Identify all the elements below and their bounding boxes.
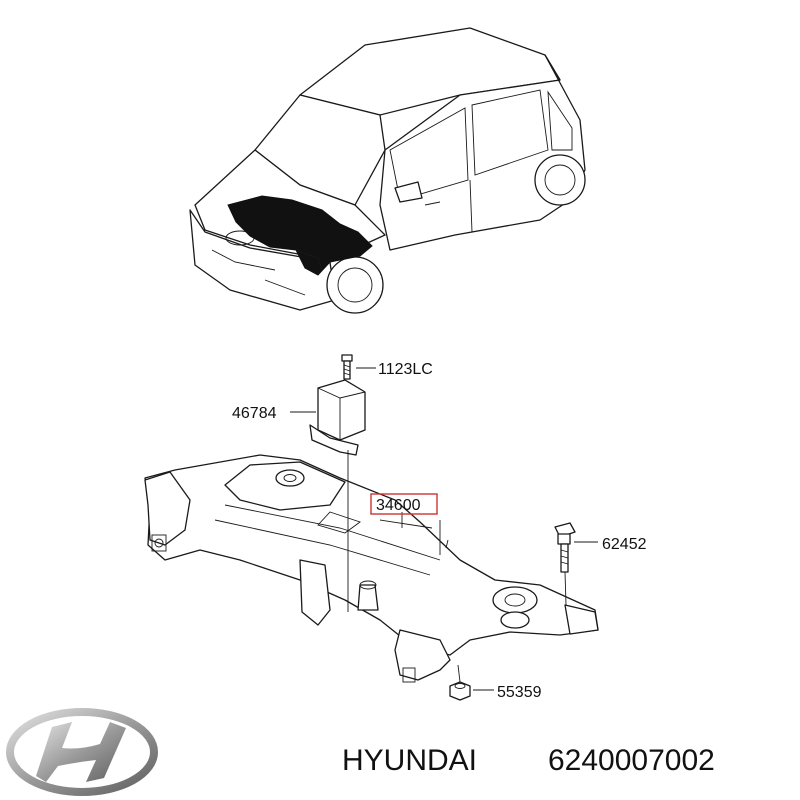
- callout-55359: 55359: [497, 684, 542, 701]
- subframe-assembly: [144, 454, 599, 683]
- bolt-1123lc: [341, 354, 353, 380]
- callout-62452: 62452: [602, 536, 647, 553]
- callout-46784: 46784: [232, 405, 277, 422]
- mounting-bracket: [309, 379, 366, 612]
- subframe-location-highlight: [227, 195, 373, 276]
- highlight-box: [370, 493, 438, 515]
- brand-name: HYUNDAI: [342, 744, 477, 777]
- nut-55359: [449, 664, 471, 701]
- car-illustration: [189, 27, 586, 314]
- callout-1123lc: 1123LC: [378, 361, 433, 378]
- part-number: 6240007002: [548, 744, 715, 777]
- leader-34600-b: [379, 519, 433, 529]
- bolt-62452: [554, 522, 576, 606]
- hyundai-logo-icon: [6, 708, 158, 796]
- callout-34600: 34600: [376, 497, 421, 514]
